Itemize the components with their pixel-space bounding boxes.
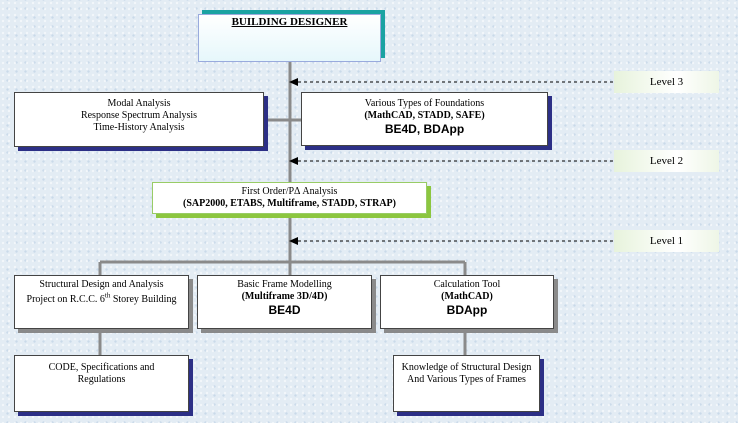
- project-superscript: th: [104, 291, 111, 300]
- foundations-title: Various Types of Foundations: [364, 98, 485, 109]
- calculation-tool-title: Calculation Tool: [433, 279, 501, 290]
- time-history-text: Time-History Analysis: [93, 122, 185, 133]
- knowledge-text: Knowledge of Structural Design: [401, 362, 532, 373]
- foundations-software: (MathCAD, STADD, SAFE): [364, 110, 485, 121]
- basic-frame-app: BE4D: [268, 303, 301, 317]
- basic-frame-box: Basic Frame Modelling (Multiframe 3D/4D)…: [197, 275, 372, 329]
- code-specifications-text: CODE, Specifications and: [48, 362, 155, 373]
- knowledge-box: Knowledge of Structural Design And Vario…: [393, 355, 540, 412]
- project-text: Project on R.C.C. 6: [26, 294, 105, 305]
- first-order-analysis-box: First Order/PΔ Analysis (SAP2000, ETABS,…: [152, 182, 427, 214]
- level-1-label: Level 1: [614, 230, 719, 252]
- level-2-label: Level 2: [614, 150, 719, 172]
- regulations-text: Regulations: [77, 374, 126, 385]
- foundations-box: Various Types of Foundations (MathCAD, S…: [301, 92, 548, 146]
- response-spectrum-text: Response Spectrum Analysis: [80, 110, 198, 121]
- first-order-title: First Order/PΔ Analysis: [241, 186, 338, 197]
- building-designer-title: BUILDING DESIGNER: [231, 16, 348, 28]
- foundations-apps: BE4D, BDApp: [384, 122, 465, 136]
- level3-arrowhead: [289, 78, 298, 86]
- basic-frame-software: (Multiframe 3D/4D): [241, 291, 328, 302]
- modal-analysis-text: Modal Analysis: [107, 98, 171, 109]
- code-specifications-box: CODE, Specifications and Regulations: [14, 355, 189, 412]
- basic-frame-title: Basic Frame Modelling: [237, 279, 332, 290]
- building-designer-box: BUILDING DESIGNER: [198, 14, 381, 62]
- project-text-end: Storey Building: [110, 294, 177, 305]
- first-order-software: (SAP2000, ETABS, Multiframe, STADD, STRA…: [183, 198, 396, 209]
- calculation-tool-app: BDApp: [446, 303, 488, 317]
- calculation-tool-box: Calculation Tool (MathCAD) BDApp: [380, 275, 554, 329]
- structural-design-box: Structural Design and Analysis Project o…: [14, 275, 189, 329]
- structural-design-title: Structural Design and Analysis: [39, 279, 164, 290]
- frames-text: And Various Types of Frames: [407, 374, 526, 385]
- level2-arrowhead: [289, 157, 298, 165]
- level-3-label: Level 3: [614, 71, 719, 93]
- modal-analysis-box: Modal Analysis Response Spectrum Analysi…: [14, 92, 264, 147]
- level1-arrowhead: [289, 237, 298, 245]
- calculation-tool-software: (MathCAD): [441, 291, 493, 302]
- structural-design-project: Project on R.C.C. 6th Storey Building: [15, 291, 188, 306]
